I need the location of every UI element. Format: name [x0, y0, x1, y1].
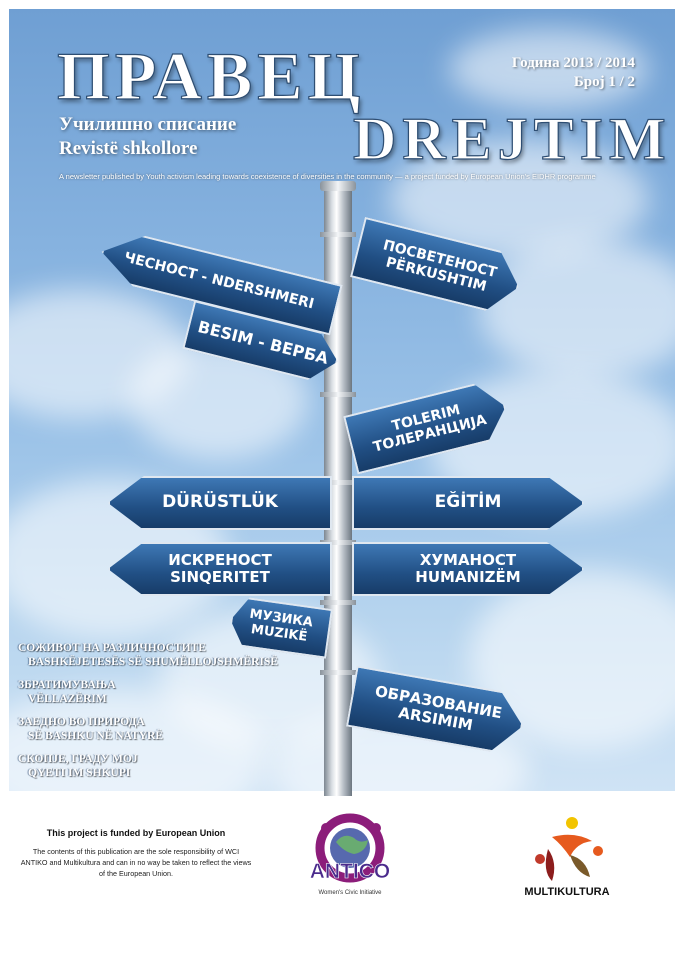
article-title-mk: ЗБРАТИМУВАЊА: [18, 679, 116, 691]
antico-logo: ANTICO Women's Civic Initiative: [296, 812, 404, 904]
multikultura-logo: MULTIKULTURA: [512, 815, 622, 900]
sign-line: DÜRÜSTLÜK: [162, 492, 278, 513]
antico-logo-subtitle: Women's Civic Initiative: [318, 890, 382, 896]
sign-line: ИСКРЕНОСТ: [168, 550, 272, 569]
list-item: ЗБРАТИМУВАЊА VËLLAZËRIM: [18, 678, 278, 706]
masthead-title-mk: ПРАВЕЦ: [56, 37, 366, 114]
sign-line: HUMANIZËM: [415, 568, 521, 586]
pole-clamp: [320, 600, 356, 605]
sign-egitim: EĞİTİM: [352, 476, 584, 530]
article-list: СОЖИВОТ НА РАЗЛИЧНОСТИТЕ BASHKËJETESËS S…: [18, 641, 278, 789]
sign-durustluk: DÜRÜSTLÜK: [108, 476, 332, 530]
article-title-al: QYETI IM SHKUPI: [28, 767, 131, 779]
pole-clamp: [320, 392, 356, 397]
list-item: СОЖИВОТ НА РАЗЛИЧНОСТИТЕ BASHKËJETESËS S…: [18, 641, 278, 669]
article-title-al: SË BASHKU NË NATYRË: [28, 730, 163, 742]
pole-clamp: [320, 480, 356, 485]
subtitle: Училишно списание Revistë shkollore: [59, 113, 236, 161]
issue-number: Број 1 / 2: [573, 74, 635, 90]
article-title-al: VËLLAZËRIM: [28, 693, 107, 705]
multikultura-logo-text: MULTIKULTURA: [524, 886, 609, 898]
funding-note: This project is funded by European Union…: [20, 828, 252, 879]
pole-clamp: [320, 670, 356, 675]
signpost-cap: [320, 181, 356, 191]
pole-clamp: [320, 540, 356, 545]
antico-logo-text: ANTICO: [310, 860, 391, 883]
sign-line: SINQERITET: [170, 568, 270, 586]
issue-info: Година 2013 / 2014 Број 1 / 2: [512, 54, 635, 92]
subtitle-al: Revistë shkollore: [59, 138, 198, 159]
article-title-mk: СОЖИВОТ НА РАЗЛИЧНОСТИТЕ: [18, 642, 206, 654]
disclaimer-text: The contents of this publication are the…: [20, 847, 252, 878]
tagline: A newsletter published by Youth activism…: [59, 172, 596, 181]
cover-photo: ПРАВЕЦ DREJTIM Година 2013 / 2014 Број 1…: [9, 9, 675, 791]
article-title-al: BASHKËJETESËS SË SHUMËLLOJSHMËRISË: [28, 656, 278, 668]
article-title-mk: СКОПЈЕ, ГРАДУ МОЈ: [18, 753, 138, 765]
funding-heading: This project is funded by European Union: [46, 828, 226, 838]
list-item: ЗАЕДНО ВО ПРИРОДА SË BASHKU NË NATYRË: [18, 715, 278, 743]
article-title-mk: ЗАЕДНО ВО ПРИРОДА: [18, 716, 145, 728]
list-item: СКОПЈЕ, ГРАДУ МОЈ QYETI IM SHKUPI: [18, 752, 278, 780]
subtitle-mk: Училишно списание: [59, 114, 237, 135]
sign-line: ХУМАНОСТ: [419, 550, 517, 569]
year-text: Година 2013 / 2014: [511, 55, 635, 71]
sign-line: EĞİTİM: [434, 492, 502, 513]
pole-clamp: [320, 232, 356, 237]
masthead-title-al: DREJTIM: [352, 105, 672, 172]
